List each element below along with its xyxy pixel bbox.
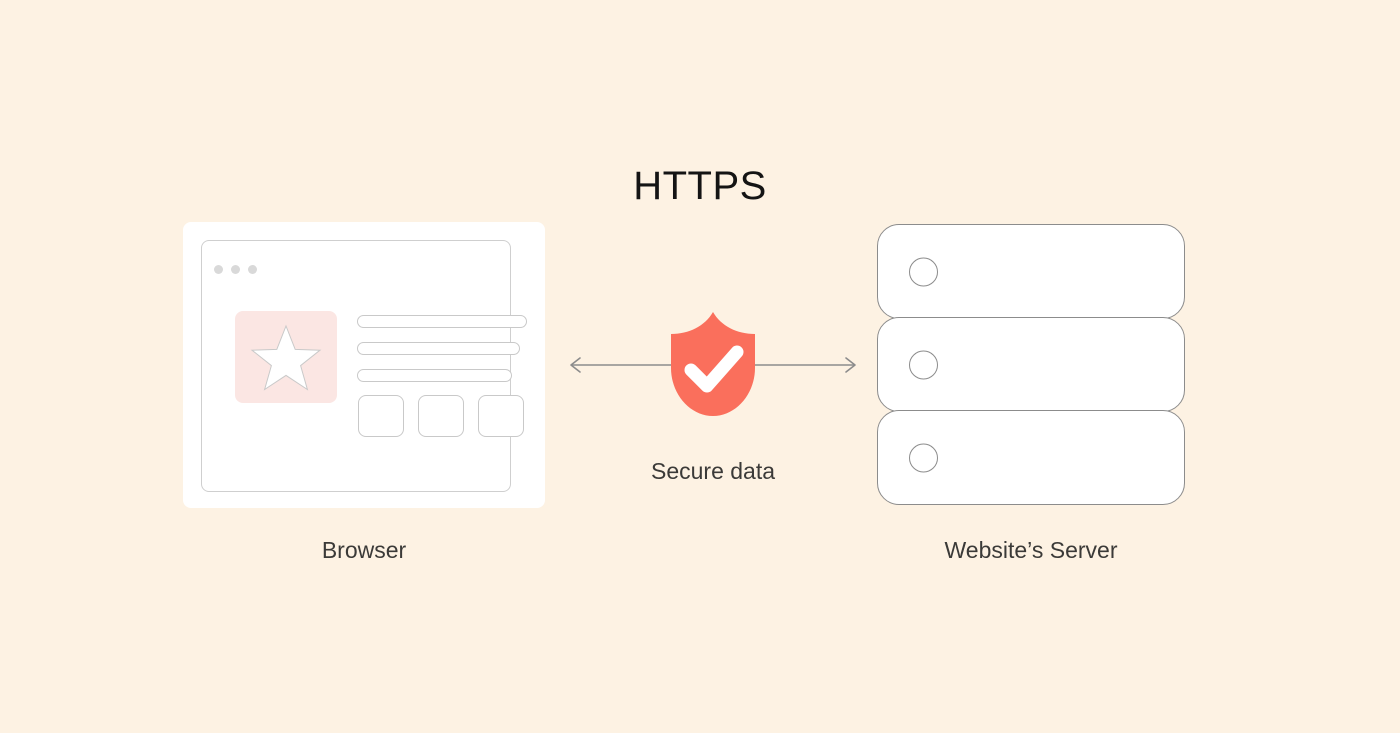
image-placeholder	[235, 311, 337, 403]
status-led-icon	[909, 443, 938, 472]
browser-caption: Browser	[321, 537, 407, 563]
server-illustration	[877, 224, 1185, 505]
content-card	[478, 395, 524, 437]
window-traffic-lights	[214, 265, 257, 274]
server-caption: Website’s Server	[944, 537, 1118, 563]
maximize-dot-icon	[248, 265, 257, 274]
server-unit	[877, 224, 1185, 319]
status-led-icon	[909, 350, 938, 379]
content-card	[418, 395, 464, 437]
status-led-icon	[909, 257, 938, 286]
close-dot-icon	[214, 265, 223, 274]
content-line	[357, 369, 512, 382]
secure-data-label: Secure data	[650, 458, 776, 484]
minimize-dot-icon	[231, 265, 240, 274]
server-unit	[877, 410, 1185, 505]
content-line	[357, 342, 520, 355]
star-icon	[250, 324, 322, 391]
secure-channel	[560, 300, 866, 435]
browser-illustration	[183, 222, 545, 508]
content-card	[358, 395, 404, 437]
shield-check-icon	[663, 312, 763, 418]
server-unit	[877, 317, 1185, 412]
browser-window	[201, 240, 527, 492]
content-line	[357, 315, 527, 328]
page-title: HTTPS	[633, 164, 767, 208]
